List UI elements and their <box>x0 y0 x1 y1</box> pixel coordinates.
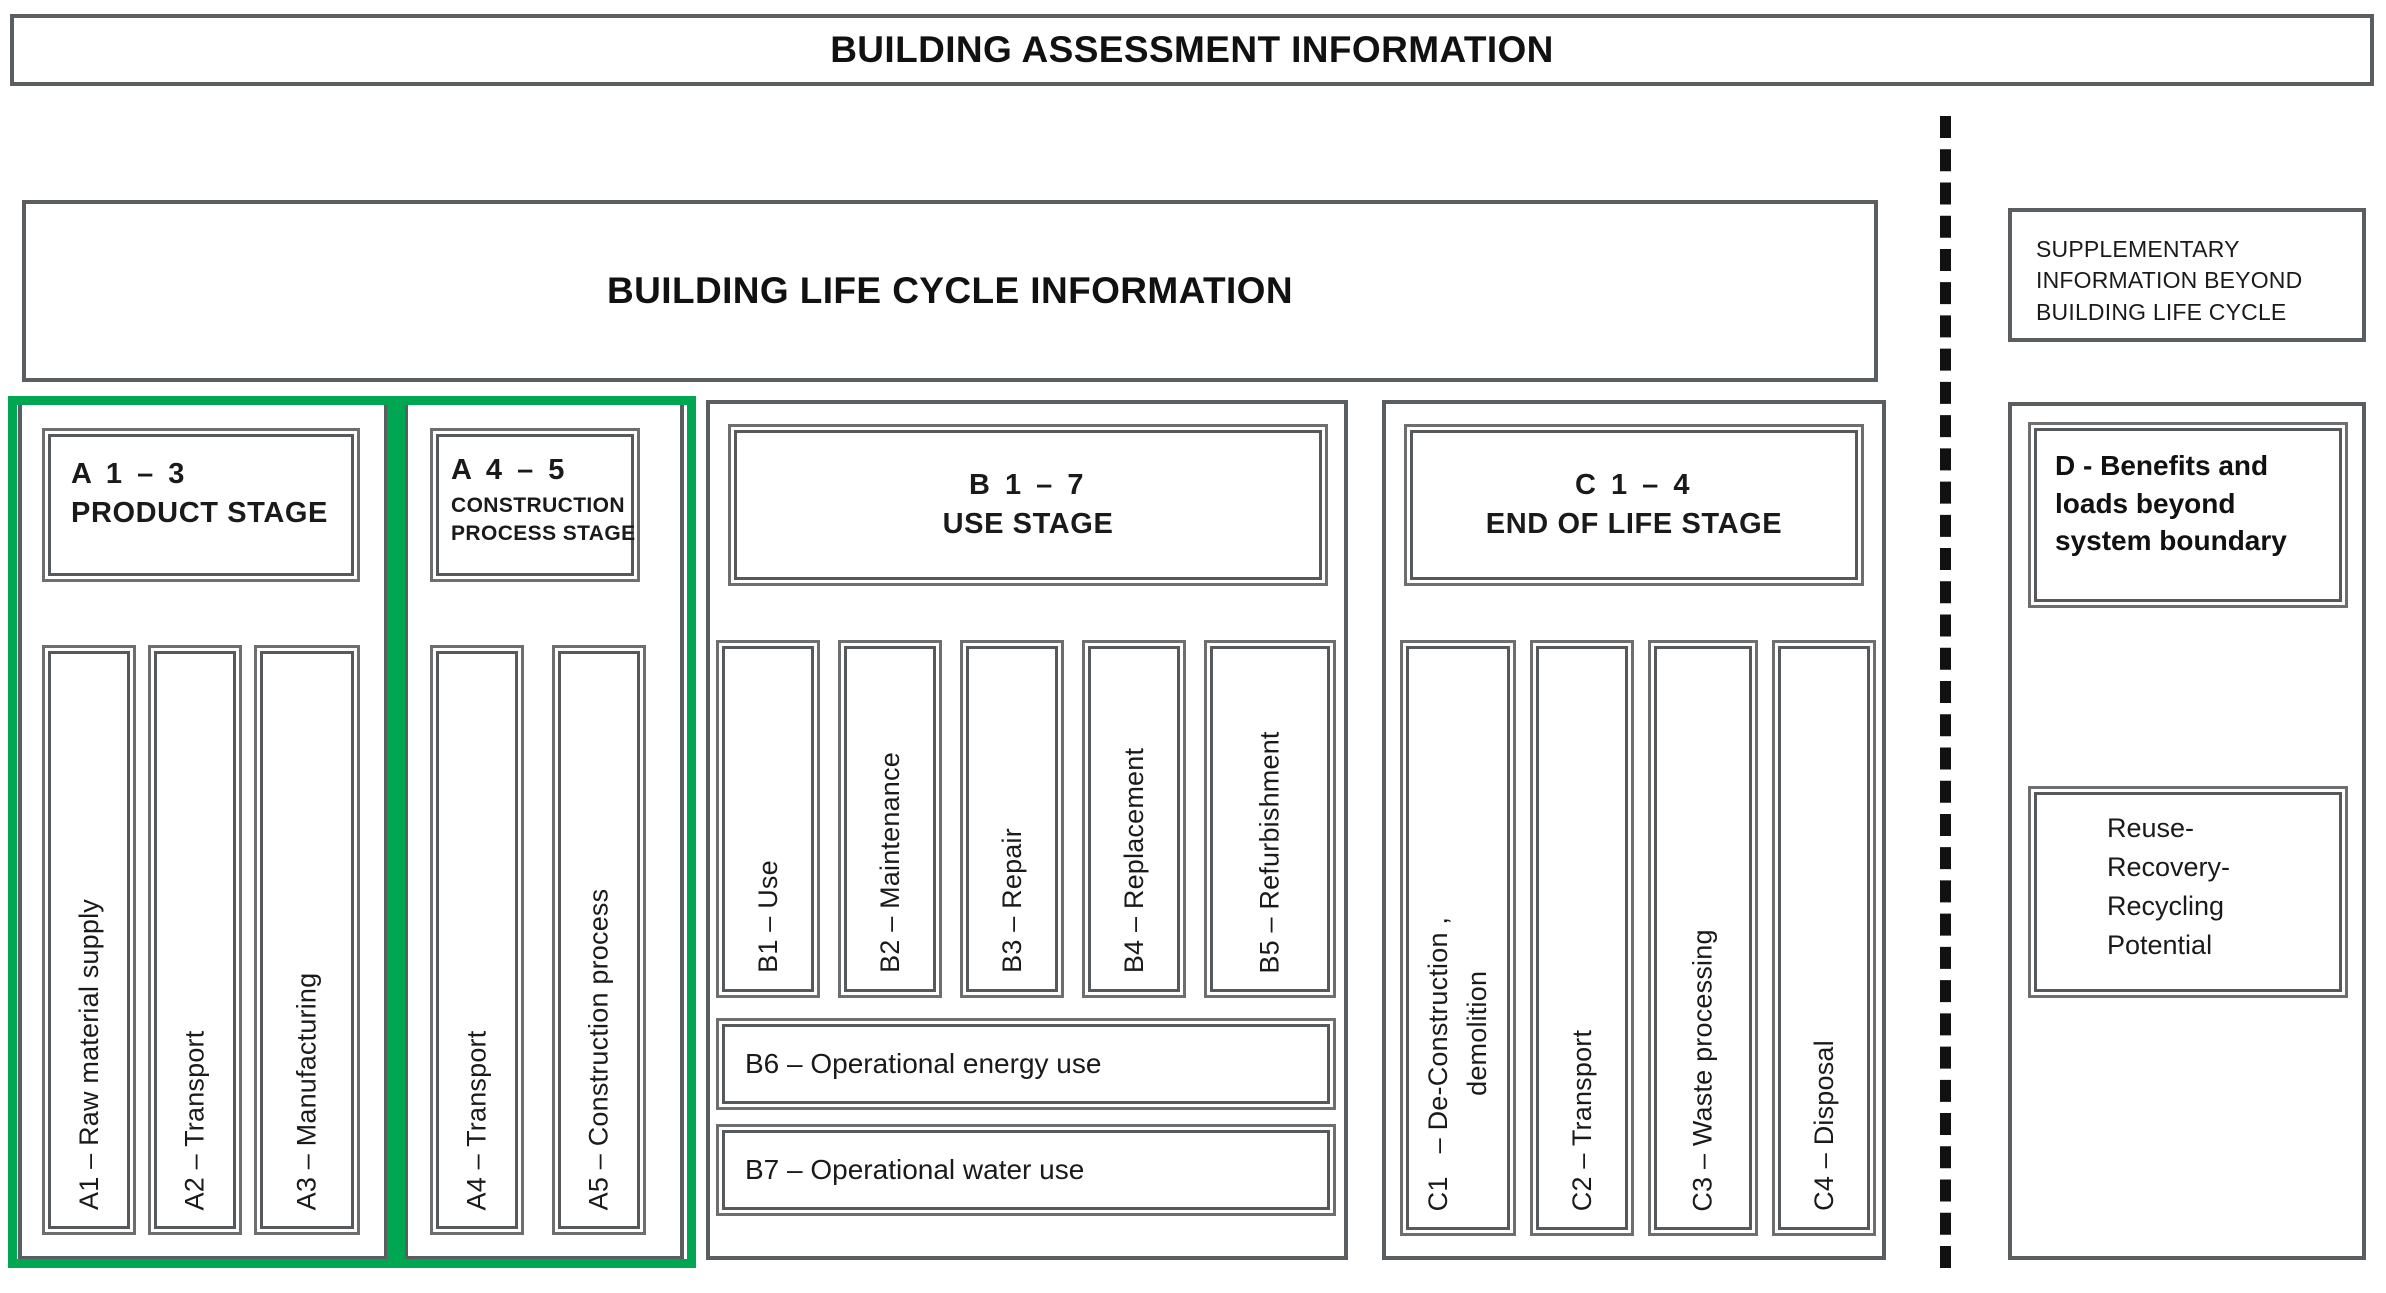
module-b1: B1 – Use <box>716 640 820 998</box>
stage-name-b1-7: USE STAGE <box>942 508 1114 540</box>
module-c4: C4 – Disposal <box>1772 640 1876 1236</box>
module-a5-label: A5 – Construction process <box>583 888 614 1210</box>
module-a3-label: A3 – Manufacturing <box>291 972 322 1210</box>
module-a1: A1 – Raw material supply <box>42 645 136 1235</box>
reuse-recovery-recycling-box: Reuse- Recovery- Recycling Potential <box>2028 786 2348 998</box>
module-a2-label: A2 – Transport <box>179 1030 210 1210</box>
stage-d-benefits-label: D - Benefits and loads beyond system bou… <box>2055 450 2287 557</box>
supplementary-information-box: SUPPLEMENTARY INFORMATION BEYOND BUILDIN… <box>2008 208 2366 342</box>
module-a1-label: A1 – Raw material supply <box>73 899 104 1210</box>
stage-name-a1-3: PRODUCT STAGE <box>71 497 328 530</box>
stage-head-a1-3: A 1 – 3 PRODUCT STAGE <box>45 431 357 532</box>
stage-header-b1-7: B 1 – 7 USE STAGE <box>728 424 1328 586</box>
stage-code-a4-5: A 4 – 5 <box>451 454 568 486</box>
module-a4: A4 – Transport <box>430 645 524 1235</box>
stage-d-benefits-box: D - Benefits and loads beyond system bou… <box>2028 422 2348 608</box>
module-b5-label: B5 – Refurbishment <box>1254 730 1285 974</box>
module-c3: C3 – Waste processing <box>1648 640 1758 1236</box>
module-b4-label: B4 – Replacement <box>1118 747 1149 974</box>
stage-name-a4-5: CONSTRUCTION PROCESS STAGE <box>451 494 636 545</box>
module-b7-label: B7 – Operational water use <box>745 1154 1085 1185</box>
module-a4-label: A4 – Transport <box>461 1030 492 1210</box>
module-b6-label: B6 – Operational energy use <box>745 1048 1102 1079</box>
module-a3: A3 – Manufacturing <box>254 645 360 1235</box>
reuse-recovery-recycling-label: Reuse- Recovery- Recycling Potential <box>2107 813 2231 961</box>
module-b6: B6 – Operational energy use <box>716 1018 1336 1110</box>
building-assessment-information-banner: BUILDING ASSESSMENT INFORMATION <box>10 14 2374 86</box>
building-life-cycle-information-label: BUILDING LIFE CYCLE INFORMATION <box>607 270 1293 311</box>
stage-code-b1-7: B 1 – 7 <box>969 468 1087 501</box>
module-b4: B4 – Replacement <box>1082 640 1186 998</box>
module-b1-label: B1 – Use <box>752 860 783 973</box>
system-boundary-divider <box>1940 116 1951 1268</box>
module-c2: C2 – Transport <box>1530 640 1634 1236</box>
module-c1-label: C1 – De-Construction , demolition <box>1423 916 1493 1212</box>
module-b2: B2 – Maintenance <box>838 640 942 998</box>
module-c3-label: C3 – Waste processing <box>1687 928 1718 1212</box>
module-b7: B7 – Operational water use <box>716 1124 1336 1216</box>
stage-code-a1-3: A 1 – 3 <box>71 458 188 490</box>
stage-header-a4-5: A 4 – 5 CONSTRUCTION PROCESS STAGE <box>430 428 640 582</box>
stage-header-a1-3: A 1 – 3 PRODUCT STAGE <box>42 428 360 582</box>
stage-header-c1-4: C 1 – 4 END OF LIFE STAGE <box>1404 424 1864 586</box>
stage-head-a4-5: A 4 – 5 CONSTRUCTION PROCESS STAGE <box>433 431 637 547</box>
supplementary-information-label: SUPPLEMENTARY INFORMATION BEYOND BUILDIN… <box>2036 236 2303 325</box>
module-a5: A5 – Construction process <box>552 645 646 1235</box>
module-b2-label: B2 – Maintenance <box>874 752 905 973</box>
module-c1: C1 – De-Construction , demolition <box>1400 640 1516 1236</box>
module-b5: B5 – Refurbishment <box>1204 640 1336 998</box>
stage-code-c1-4: C 1 – 4 <box>1575 468 1693 501</box>
module-b3: B3 – Repair <box>960 640 1064 998</box>
module-b3-label: B3 – Repair <box>996 828 1027 973</box>
module-c2-label: C2 – Transport <box>1566 1029 1597 1212</box>
building-assessment-information-label: BUILDING ASSESSMENT INFORMATION <box>830 29 1554 70</box>
module-a2: A2 – Transport <box>148 645 242 1235</box>
stage-name-c1-4: END OF LIFE STAGE <box>1485 508 1783 540</box>
module-c4-label: C4 – Disposal <box>1808 1040 1839 1211</box>
building-life-cycle-information-banner: BUILDING LIFE CYCLE INFORMATION <box>22 200 1878 382</box>
